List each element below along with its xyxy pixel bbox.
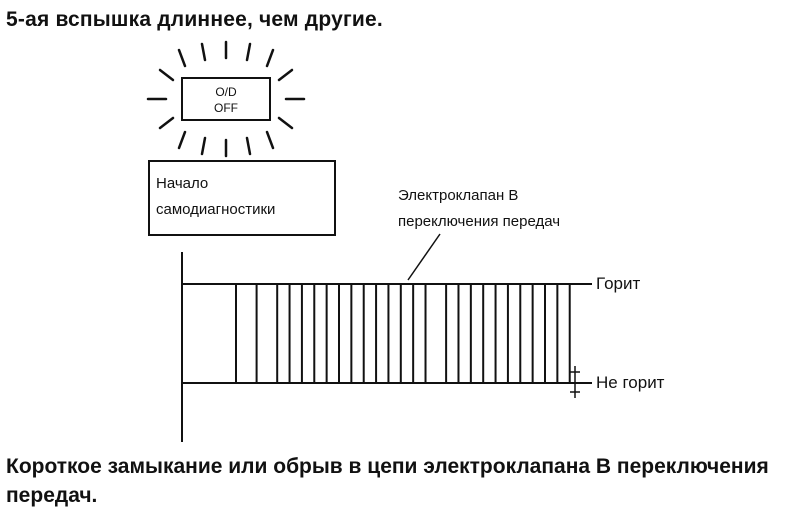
pulse-2 xyxy=(276,284,291,383)
pulse-12 xyxy=(531,284,546,383)
flash-rays xyxy=(146,40,306,158)
pulse-5 xyxy=(350,284,365,383)
pulse-11 xyxy=(506,284,522,383)
indicator-line-2: OFF xyxy=(214,101,238,115)
valve-annotation: Электроклапан B переключения передач xyxy=(398,187,560,281)
annotation-leader xyxy=(407,233,441,281)
od-off-indicator: O/D OFF xyxy=(146,40,306,158)
start-box-line-1: Начало xyxy=(156,175,208,192)
pulse-6 xyxy=(375,284,390,383)
start-box-line-2: самодиагностики xyxy=(156,201,275,218)
top-caption: 5-ая вспышка длиннее, чем другие. xyxy=(6,8,383,31)
indicator-lamp xyxy=(181,77,271,121)
pulse-8 xyxy=(424,284,448,383)
annotation-line-1: Электроклапан B xyxy=(398,187,518,204)
pulse-13 xyxy=(556,284,571,383)
pulse-3 xyxy=(300,284,316,383)
pulse-4 xyxy=(325,284,340,383)
pulse-10 xyxy=(482,284,497,383)
bottom-caption: Короткое замыкание или обрыв в цепи элек… xyxy=(6,455,769,507)
pulse-9 xyxy=(457,284,472,383)
pulse-train xyxy=(235,284,571,383)
on-level-label: Горит xyxy=(596,274,640,293)
indicator-line-1: O/D xyxy=(215,85,237,99)
annotation-line-2: переключения передач xyxy=(398,213,560,230)
off-level-marker xyxy=(570,366,580,398)
pulse-1 xyxy=(235,284,258,383)
off-level-label: Не горит xyxy=(596,373,665,392)
self-diagnosis-start-box: Начало самодиагностики xyxy=(148,160,336,236)
pulse-7 xyxy=(399,284,415,383)
